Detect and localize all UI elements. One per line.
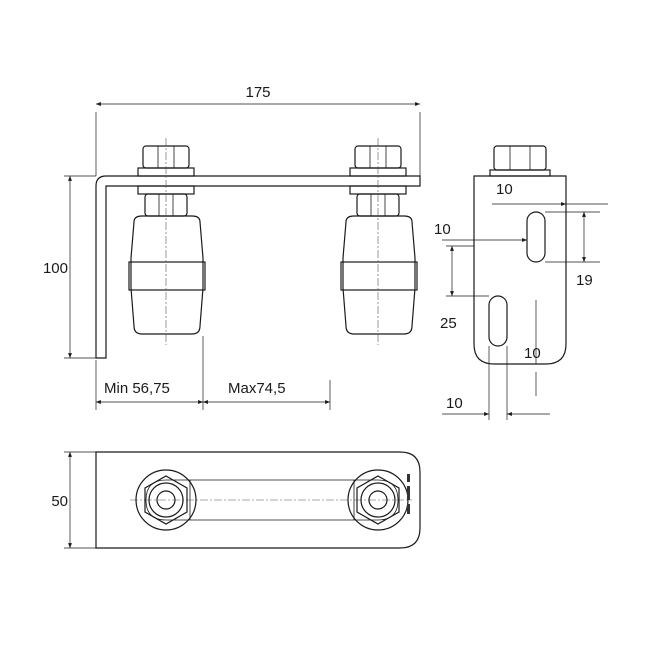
dim-total-width: 175 [245, 84, 270, 101]
right-wheel [342, 215, 416, 335]
dim-side-left: 10 [434, 221, 451, 238]
dim-min-span: Min 56,75 [104, 380, 170, 397]
side-view: 10 10 19 25 10 10 [434, 145, 608, 420]
dim-max-span: Max74,5 [228, 380, 286, 397]
dim-slot-length: 19 [576, 272, 593, 289]
right-wheel-band [340, 261, 418, 291]
dim-height: 100 [43, 260, 68, 277]
left-wheel [130, 215, 204, 335]
lower-slot [488, 295, 508, 347]
top-plate [95, 451, 421, 549]
top-view: 50 [51, 451, 421, 549]
side-plate [473, 175, 567, 365]
dim-slot-offset: 25 [440, 315, 457, 332]
upper-slot [526, 211, 546, 263]
front-view: 175 100 Min 56,75 Max74,5 [43, 84, 421, 410]
dim-base-width: 50 [51, 493, 68, 510]
left-wheel-assembly [128, 145, 206, 335]
slot-outline [145, 479, 399, 521]
left-wheel-band [128, 261, 206, 291]
dim-side-top: 10 [496, 181, 513, 198]
dim-side-bottom: 10 [524, 345, 541, 362]
l-bracket [95, 175, 421, 359]
engraved-marks [407, 474, 410, 514]
dim-side-base: 10 [446, 395, 463, 412]
right-wheel-assembly [340, 145, 418, 335]
left-top-nut [135, 469, 197, 531]
